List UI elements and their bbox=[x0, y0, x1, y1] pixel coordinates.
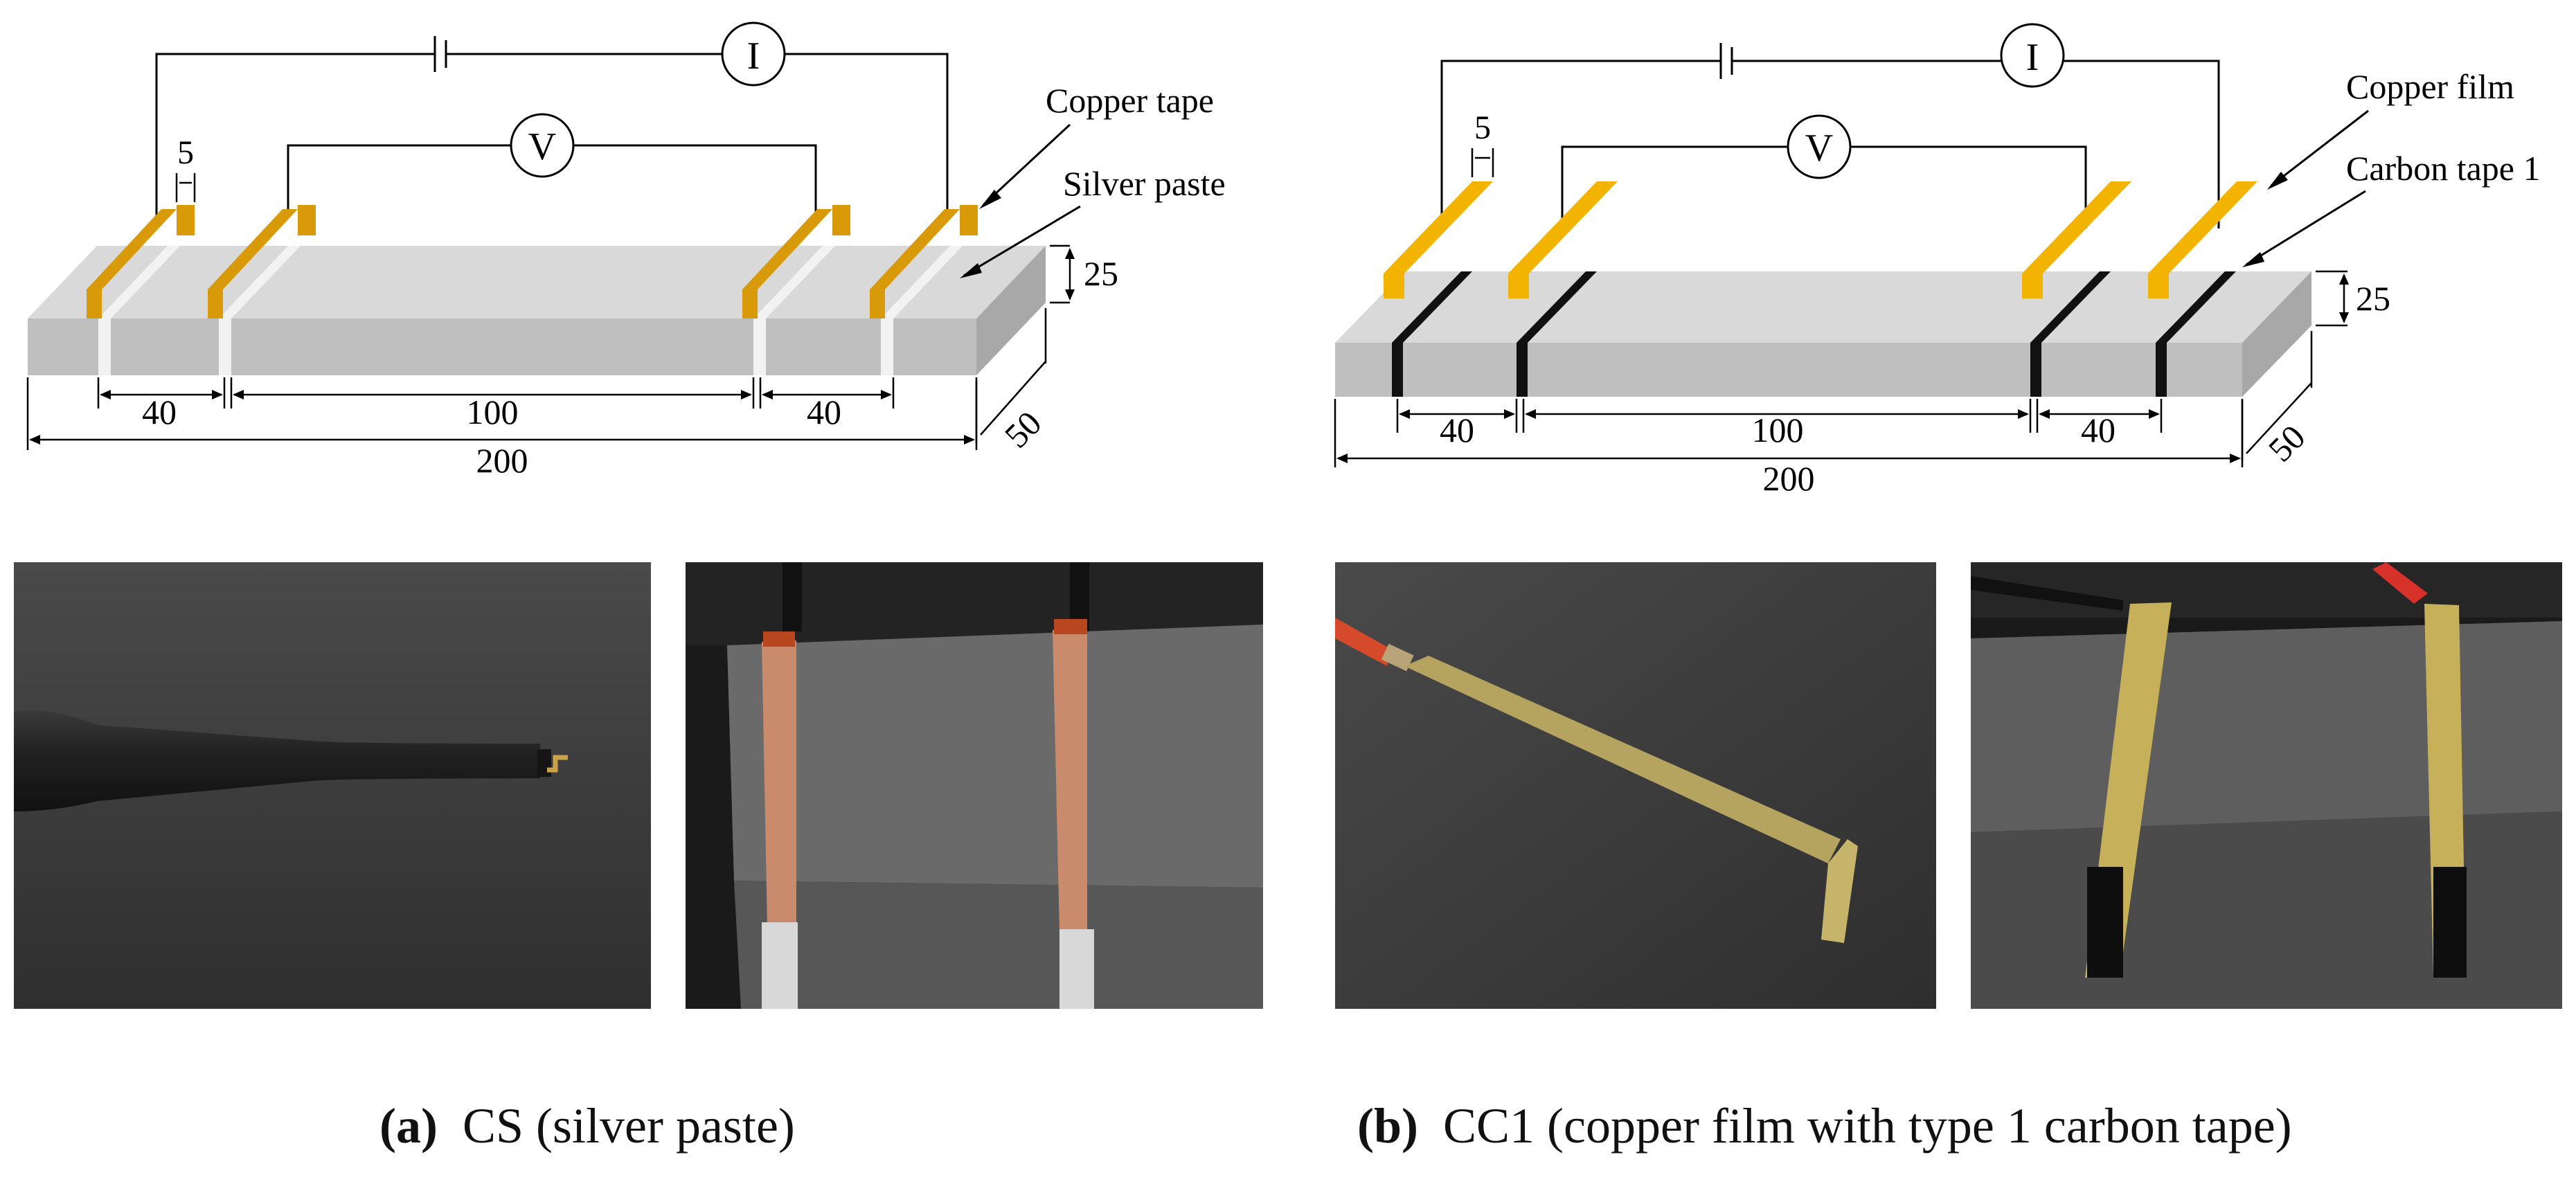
copper-tape-electrodes bbox=[87, 205, 978, 319]
dim-spacings bbox=[26, 377, 978, 450]
dim-outer-left-label: 40 bbox=[142, 393, 177, 431]
copper-film-electrodes bbox=[1384, 181, 2257, 298]
current-circuit bbox=[1440, 43, 2220, 228]
caption-b: (b) CC1 (copper film with type 1 carbon t… bbox=[1357, 1097, 2292, 1155]
ammeter-symbol: I bbox=[2000, 23, 2065, 88]
voltage-circuit bbox=[1561, 145, 2087, 228]
dim-outer-right-label: 40 bbox=[807, 393, 841, 431]
svg-text:5: 5 bbox=[1474, 109, 1491, 146]
photo-copper-film-strip bbox=[1335, 562, 1936, 1009]
caption-a-text: CS (silver paste) bbox=[462, 1098, 795, 1154]
voltmeter-symbol: V bbox=[1787, 114, 1852, 179]
dim-electrode-width: 5 bbox=[1471, 109, 1494, 177]
photo-cs-specimen bbox=[686, 562, 1263, 1009]
photo-cc1-specimen bbox=[1971, 562, 2562, 1009]
carbon-tape-callout: Carbon tape 1 bbox=[2242, 149, 2540, 267]
svg-text:25: 25 bbox=[1084, 254, 1118, 293]
caption-b-label: (b) bbox=[1357, 1098, 1418, 1154]
dim-arrowheads bbox=[29, 390, 975, 445]
svg-text:Copper film: Copper film bbox=[2346, 67, 2514, 106]
schematic-cc1: I V Copper film Carbon tape 1 5 bbox=[1288, 0, 2576, 512]
dim-outer-right-label: 40 bbox=[2081, 411, 2116, 449]
svg-text:I: I bbox=[747, 35, 760, 78]
dim-outer-left-label: 40 bbox=[1440, 411, 1474, 449]
copper-film-callout: Copper film bbox=[2267, 67, 2514, 190]
svg-text:Silver paste: Silver paste bbox=[1063, 164, 1226, 203]
svg-text:V: V bbox=[1805, 127, 1833, 170]
svg-text:V: V bbox=[528, 125, 556, 168]
dim-arrowheads bbox=[1336, 409, 2241, 463]
dim-total-label: 200 bbox=[476, 441, 528, 480]
carbon-tape-strips bbox=[1392, 271, 2236, 397]
svg-text:Copper tape: Copper tape bbox=[1046, 81, 1214, 120]
svg-text:50: 50 bbox=[2261, 418, 2313, 469]
svg-text:5: 5 bbox=[177, 134, 194, 171]
copper-tape-callout: Copper tape bbox=[979, 81, 1214, 209]
dim-inner-label: 100 bbox=[1752, 411, 1804, 449]
dim-spacings bbox=[1334, 399, 2244, 467]
dim-height: 25 bbox=[2316, 270, 2390, 327]
caption-a: (a) CS (silver paste) bbox=[379, 1097, 795, 1155]
svg-text:Carbon tape 1: Carbon tape 1 bbox=[2346, 149, 2540, 188]
dim-electrode-width: 5 bbox=[175, 134, 196, 202]
ammeter-symbol: I bbox=[721, 21, 786, 87]
svg-text:I: I bbox=[2026, 36, 2039, 79]
dim-total-label: 200 bbox=[1763, 459, 1815, 498]
svg-text:25: 25 bbox=[2356, 279, 2390, 318]
dim-height: 25 bbox=[1050, 244, 1118, 304]
current-circuit bbox=[155, 36, 949, 216]
caption-b-text: CC1 (copper film with type 1 carbon tape… bbox=[1443, 1098, 2292, 1154]
silver-paste-callout: Silver paste bbox=[960, 164, 1226, 278]
voltmeter-symbol: V bbox=[510, 113, 575, 178]
dim-inner-label: 100 bbox=[467, 393, 519, 431]
svg-text:50: 50 bbox=[997, 404, 1049, 456]
voltage-circuit bbox=[287, 144, 817, 216]
caption-a-label: (a) bbox=[379, 1098, 438, 1154]
silver-paste-strips bbox=[98, 246, 963, 375]
photo-copper-tape-probe bbox=[14, 562, 651, 1009]
schematic-cs: I V Copper tape Silver paste bbox=[0, 0, 1288, 512]
